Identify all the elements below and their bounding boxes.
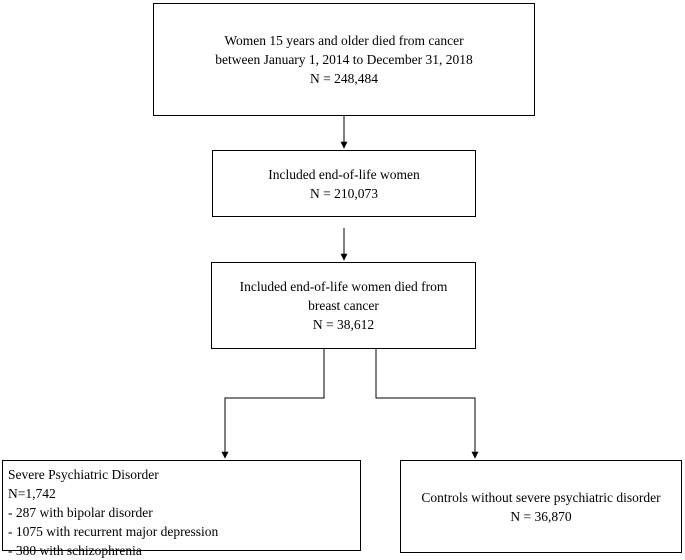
- arrow-breast-to-spd: [221, 349, 325, 459]
- box-controls-line-1: Controls without severe psychiatric diso…: [421, 489, 661, 505]
- box-severe-psychiatric-disorder: Severe Psychiatric Disorder N=1,742 - 28…: [2, 460, 361, 558]
- box-breast-line-3: N = 38,612: [312, 317, 375, 332]
- box-controls: Controls without severe psychiatric diso…: [400, 460, 682, 553]
- box-spd-line-5: - 380 with schizophrenia: [8, 543, 142, 558]
- box-spd-line-3: - 287 with bipolar disorder: [8, 505, 153, 520]
- box-end-of-life: Included end-of-life women N = 210,073: [212, 150, 476, 217]
- box-breast-cancer: Included end-of-life women died from bre…: [211, 262, 476, 349]
- box-total-line-3: N = 248,484: [310, 71, 378, 86]
- box-eol-line-1: Included end-of-life women: [268, 166, 420, 182]
- box-total-line-1: Women 15 years and older died from cance…: [224, 33, 464, 48]
- box-total-line-2: between January 1, 2014 to December 31, …: [215, 52, 473, 67]
- box-spd-line-4: - 1075 with recurrent major depression: [8, 524, 219, 539]
- box-controls-line-2: N = 36,870: [510, 508, 572, 524]
- box-total-cancer-deaths: Women 15 years and older died from cance…: [153, 3, 535, 116]
- arrow-breast-to-controls: [375, 349, 479, 459]
- box-spd-line-2: N=1,742: [8, 486, 56, 501]
- box-spd-line-1: Severe Psychiatric Disorder: [8, 467, 159, 482]
- box-breast-line-1: Included end-of-life women died from: [239, 279, 448, 294]
- box-eol-line-2: N = 210,073: [310, 185, 378, 201]
- box-breast-line-2: breast cancer: [308, 298, 379, 313]
